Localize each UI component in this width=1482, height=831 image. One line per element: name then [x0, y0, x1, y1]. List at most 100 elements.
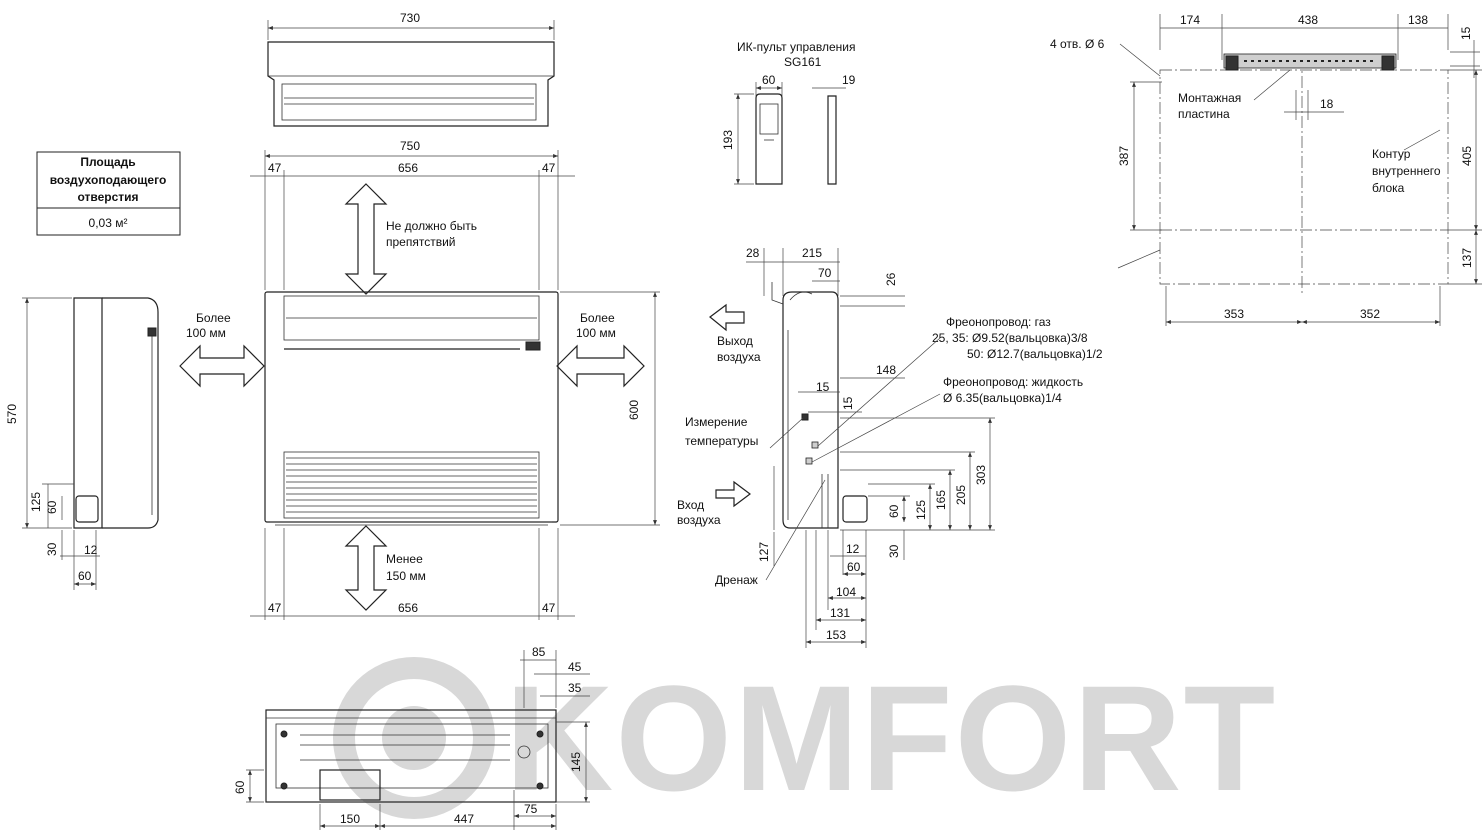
airflow-title-line1: Площадь	[80, 155, 135, 169]
rs-dim-125: 125	[914, 500, 928, 520]
rs-dim-153: 153	[826, 628, 846, 642]
rs-dim-303: 303	[974, 465, 988, 485]
front-height: 600	[627, 400, 641, 420]
front-overall-width: 750	[400, 139, 420, 153]
rs-dim-131: 131	[830, 606, 850, 620]
bv-dim-150: 150	[340, 812, 360, 826]
rs-dim-30: 30	[887, 544, 901, 558]
airflow-title-line2: воздухоподающего	[50, 173, 167, 187]
rs-dim-12: 12	[846, 542, 860, 556]
front-bottom-margin-left: 47	[268, 601, 282, 615]
clearance-bottom-arrow	[344, 525, 388, 611]
rs-top-28: 28	[746, 246, 760, 260]
mp-dim-174: 174	[1180, 13, 1200, 27]
remote-depth: 19	[842, 73, 856, 87]
rs-top-215: 215	[802, 246, 822, 260]
rs-dim-104: 104	[836, 585, 856, 599]
mp-outline-line1: Контур	[1372, 147, 1411, 161]
bv-dim-60: 60	[233, 780, 247, 794]
mp-dim-353: 353	[1224, 307, 1244, 321]
bottom-view: 85 45 35 145 60 150 447 75	[233, 645, 590, 830]
clearance-left-line1: Более	[196, 311, 231, 325]
rs-dim-165: 165	[934, 490, 948, 510]
clearance-top-line2: препятствий	[386, 235, 455, 249]
air-out-line2: воздуха	[717, 350, 761, 364]
mp-plate-line2: пластина	[1178, 107, 1230, 121]
bv-dim-447: 447	[454, 812, 474, 826]
bv-dim-35: 35	[568, 681, 582, 695]
mp-plate-line1: Монтажная	[1178, 91, 1241, 105]
rs-top-70: 70	[818, 266, 832, 280]
airflow-value: 0,03 м²	[89, 216, 128, 230]
temp-line1: Измерение	[685, 415, 748, 429]
rs-dim-127: 127	[757, 542, 771, 562]
rs-dim-15a: 15	[816, 380, 830, 394]
mp-outline-line2: внутреннего	[1372, 164, 1441, 178]
bv-dim-145: 145	[569, 752, 583, 772]
mp-dim-137: 137	[1460, 248, 1474, 268]
mp-dim-18: 18	[1320, 97, 1334, 111]
remote-width: 60	[762, 73, 776, 87]
gas-line1: Фреонопровод: газ	[946, 315, 1051, 329]
temp-line2: температуры	[685, 434, 758, 448]
air-out-arrow	[709, 303, 745, 332]
rs-dim-148: 148	[876, 363, 896, 377]
left-dim-12: 12	[84, 543, 98, 557]
rs-dim-60: 60	[887, 504, 901, 518]
drain-label: Дренаж	[715, 573, 758, 587]
clearance-left-arrow	[179, 344, 265, 388]
front-grille	[286, 457, 537, 513]
front-view: 750 47 656 47 600	[179, 139, 660, 620]
rs-dim-15b: 15	[841, 396, 855, 410]
airflow-area-table: Площадь воздухоподающего отверстия 0,03 …	[36, 151, 181, 236]
front-margin-right: 47	[542, 161, 556, 175]
bv-dim-45: 45	[568, 660, 582, 674]
left-dim-30: 30	[45, 542, 59, 556]
left-height: 570	[5, 404, 19, 424]
mp-holes-label: 4 отв. Ø 6	[1050, 37, 1105, 51]
liquid-line1: Фреонопровод: жидкость	[943, 375, 1083, 389]
watermark: KOMFORT	[333, 654, 1277, 822]
remote-title-line2: SG161	[784, 55, 822, 69]
left-dim-60b: 60	[78, 569, 92, 583]
mp-dim-352: 352	[1360, 307, 1380, 321]
mp-dim-387: 387	[1117, 146, 1131, 166]
mp-outline-line3: блока	[1372, 181, 1405, 195]
bv-dim-75: 75	[524, 802, 538, 816]
left-dim-125: 125	[29, 492, 43, 512]
rs-dim-60b: 60	[847, 560, 861, 574]
clearance-left-line2: 100 мм	[186, 326, 226, 340]
mounting-plate-view: 174 438 138 15 4 отв. Ø 6 Монтажная плас…	[1050, 13, 1482, 326]
clearance-right-line1: Более	[580, 311, 615, 325]
liquid-line2: Ø 6.35(вальцовка)1/4	[943, 391, 1062, 405]
mp-dim-15: 15	[1459, 26, 1473, 40]
rs-top-26: 26	[884, 272, 898, 286]
mp-dim-405: 405	[1460, 146, 1474, 166]
clearance-bottom-line1: Менее	[386, 552, 423, 566]
top-view: 730	[267, 11, 555, 127]
front-margin-left: 47	[268, 161, 282, 175]
front-bottom-inner-width: 656	[398, 601, 418, 615]
airflow-title-line3: отверстия	[77, 190, 138, 204]
air-in-line2: воздуха	[677, 513, 721, 527]
remote-title-line1: ИК-пульт управления	[737, 40, 855, 54]
air-in-arrow	[715, 480, 751, 508]
gas-line2: 25, 35: Ø9.52(вальцовка)3/8	[932, 331, 1088, 345]
mp-dim-138: 138	[1408, 13, 1428, 27]
gas-line3: 50: Ø12.7(вальцовка)1/2	[967, 347, 1103, 361]
air-in-line1: Вход	[677, 498, 704, 512]
mp-dim-438: 438	[1298, 13, 1318, 27]
top-width-label: 730	[400, 11, 420, 25]
watermark-text: KOMFORT	[505, 654, 1277, 822]
right-side-view: 28 215 70 26 Выход воздуха Вход воздуха …	[677, 246, 1103, 648]
left-dim-60: 60	[45, 500, 59, 514]
rs-dim-205: 205	[954, 485, 968, 505]
remote-height: 193	[721, 130, 735, 150]
remote-control-drawing: ИК-пульт управления SG161 60 19 193	[721, 40, 856, 185]
clearance-bottom-line2: 150 мм	[386, 569, 426, 583]
clearance-right-line2: 100 мм	[576, 326, 616, 340]
left-side-view: 570 125 60 30 12 60	[5, 297, 159, 590]
bv-dim-85: 85	[532, 645, 546, 659]
air-out-line1: Выход	[717, 334, 753, 348]
